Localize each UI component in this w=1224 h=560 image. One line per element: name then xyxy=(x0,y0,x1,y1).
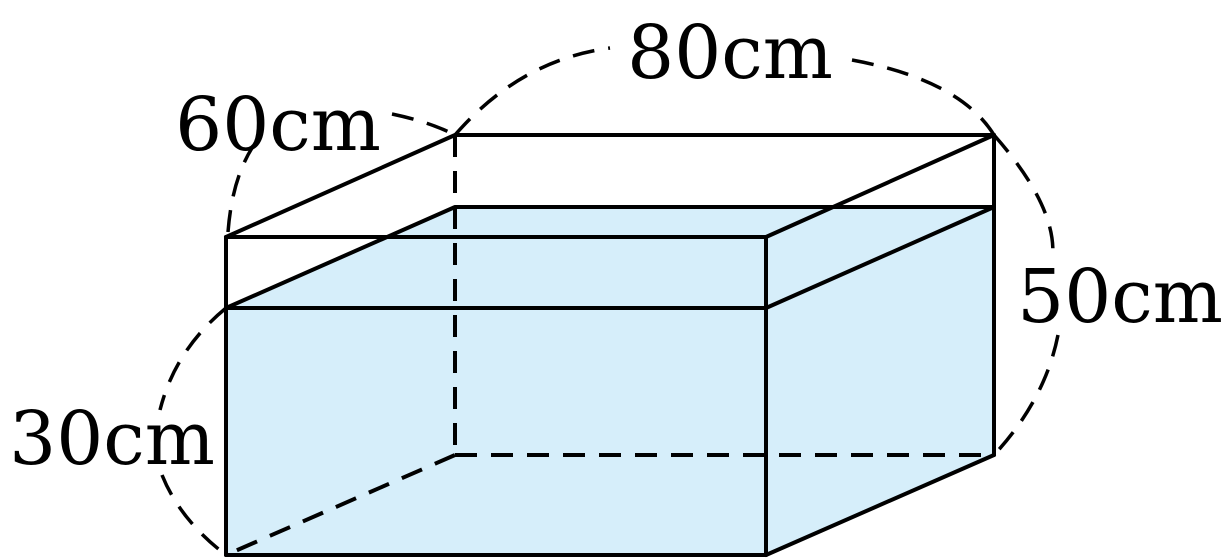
water-depth-label: 30cm xyxy=(9,396,215,482)
height-dimension-arc-top xyxy=(992,133,1055,263)
width-label: 80cm xyxy=(627,10,833,96)
water-surface xyxy=(226,207,994,308)
width-dimension-arc xyxy=(453,46,611,137)
height-label: 50cm xyxy=(1017,254,1223,340)
water-depth-dimension-arc-bottom xyxy=(160,474,228,557)
depth-dimension-arc xyxy=(226,147,254,233)
depth-dimension-arc-right xyxy=(391,112,456,137)
water-surface-line xyxy=(224,205,996,310)
water-front-face xyxy=(226,308,766,555)
hidden-edge-left-bottom xyxy=(225,453,456,557)
depth-label: 60cm xyxy=(175,82,381,168)
tank-right-bottom-edge xyxy=(764,453,996,557)
water-right-face xyxy=(766,207,994,555)
height-dimension-arc-bottom xyxy=(992,334,1060,457)
width-dimension-arc-right xyxy=(851,58,996,136)
water-depth-dimension-arc-top xyxy=(158,306,228,411)
